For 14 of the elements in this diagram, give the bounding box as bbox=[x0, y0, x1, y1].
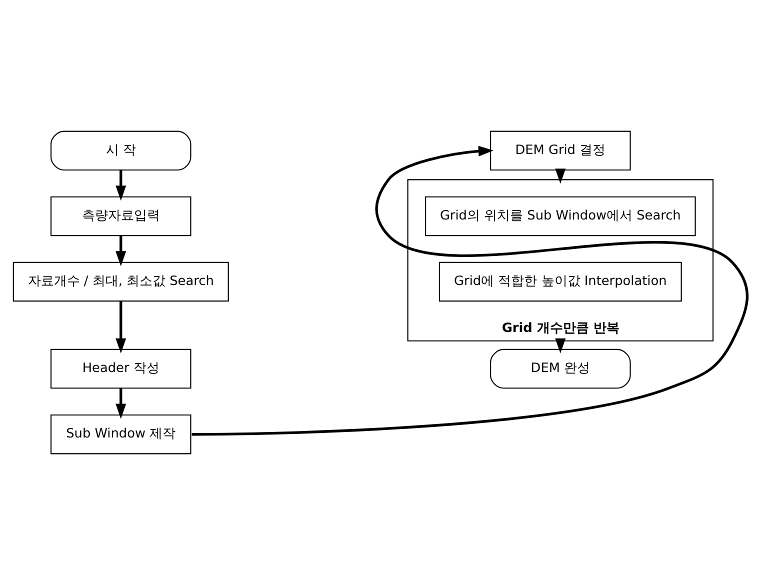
node-box: Sub Window 제작 bbox=[50, 414, 192, 454]
node-box: Header 작성 bbox=[50, 348, 192, 389]
arrow bbox=[116, 388, 126, 419]
arrow bbox=[116, 170, 126, 201]
arrow bbox=[555, 338, 566, 354]
node-box: Grid의 위치를 Sub Window에서 Search bbox=[425, 196, 696, 236]
node-box: 측량자료입력 bbox=[50, 196, 192, 236]
arrow bbox=[116, 301, 126, 354]
node-box: DEM 완성 bbox=[490, 348, 631, 389]
arrow bbox=[116, 236, 126, 266]
node-box: 자료개수 / 최대, 최소값 Search bbox=[12, 262, 229, 302]
node-box: Grid에 적합한 높이값 Interpolation bbox=[438, 262, 682, 302]
arrow bbox=[192, 146, 748, 436]
node-box: 시 작 bbox=[50, 130, 192, 171]
